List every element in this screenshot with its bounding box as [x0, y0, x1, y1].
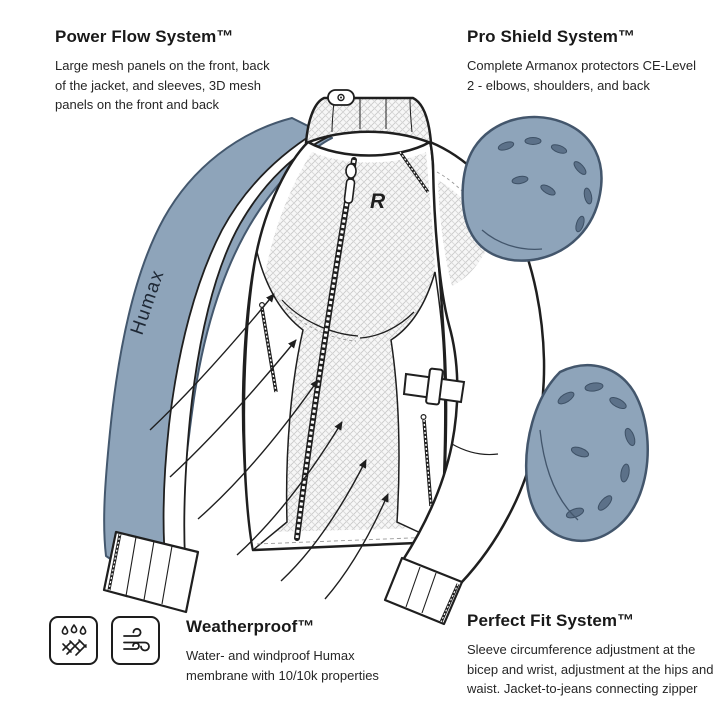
feature-power-flow: Power Flow System™ Large mesh panels on … — [55, 27, 280, 115]
right-cuff — [383, 556, 464, 626]
power-flow-title: Power Flow System™ — [55, 27, 234, 46]
feature-perfect-fit: Perfect Fit System™ Sleeve circumference… — [467, 611, 717, 699]
left-cuff — [102, 530, 200, 614]
pro-shield-title: Pro Shield System™ — [467, 27, 636, 46]
shoulder-protector — [461, 115, 603, 262]
elbow-protector — [525, 363, 649, 543]
power-flow-description: Large mesh panels on the front, back of … — [55, 58, 270, 113]
perfect-fit-title: Perfect Fit System™ — [467, 611, 635, 630]
feature-pro-shield: Pro Shield System™ Complete Armanox prot… — [467, 27, 699, 95]
wind-icon — [111, 616, 160, 665]
weatherproof-description: Water- and windproof Humax membrane with… — [186, 648, 379, 683]
main-zipper — [294, 157, 357, 541]
waist-adjuster — [402, 367, 466, 406]
pro-shield-description: Complete Armanox protectors CE-Level 2 -… — [467, 58, 697, 93]
brand-logo: R — [370, 190, 386, 213]
airflow-arrows — [149, 293, 389, 600]
waterproof-icon — [49, 616, 98, 665]
weatherproof-icons — [49, 616, 160, 665]
jacket-body — [241, 140, 448, 552]
collar — [304, 89, 433, 145]
feature-weatherproof: Weatherproof™ Water- and windproof Humax… — [186, 617, 414, 685]
weatherproof-title: Weatherproof™ — [186, 617, 315, 636]
perfect-fit-description: Sleeve circumference adjustment at the b… — [467, 642, 714, 697]
